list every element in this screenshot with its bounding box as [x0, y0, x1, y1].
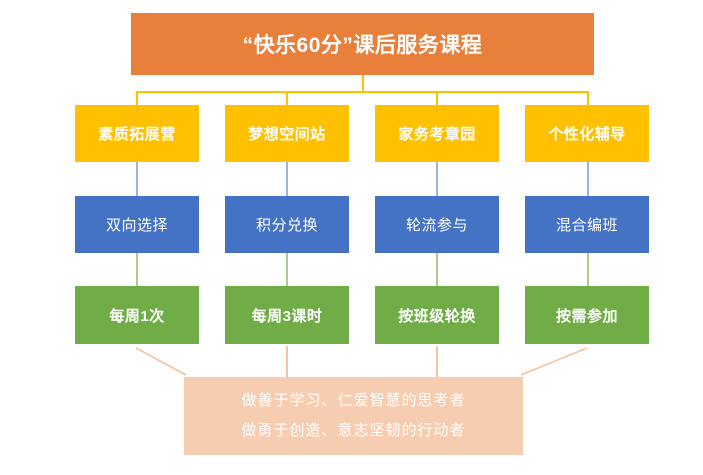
frequency-box-3: 按班级轮换 [375, 286, 499, 344]
connector-footer-diagonal-right [520, 347, 588, 376]
category-label-1: 素质拓展营 [98, 126, 176, 143]
footer-motto-line-2: 做勇于创造、意志坚韧的行动者 [241, 422, 466, 439]
connector-mechanism-3 [436, 162, 438, 196]
footer-motto-line-1: 做善于学习、仁爱智慧的思考者 [241, 392, 466, 409]
connector-category-drop-3 [436, 91, 438, 105]
connector-footer-diagonal-left [135, 347, 187, 376]
diagram-title-text: “快乐60分”课后服务课程 [242, 34, 483, 57]
connector-frequency-2 [286, 253, 288, 286]
connector-category-bus [136, 91, 589, 93]
frequency-box-2: 每周3课时 [225, 286, 349, 344]
diagram-title-box: “快乐60分”课后服务课程 [131, 13, 594, 75]
connector-footer-vertical-2 [286, 346, 288, 377]
connector-category-drop-4 [587, 91, 589, 105]
connector-footer-vertical-3 [436, 346, 438, 377]
mechanism-label-4: 混合编班 [555, 217, 618, 234]
frequency-label-1: 每周1次 [109, 307, 165, 325]
category-box-3: 家务考章园 [375, 105, 499, 162]
connector-frequency-3 [436, 253, 438, 286]
frequency-box-4: 按需参加 [525, 286, 649, 344]
connector-title-stem [362, 75, 364, 92]
category-label-2: 梦想空间站 [248, 126, 326, 143]
mechanism-box-2: 积分兑换 [225, 196, 349, 253]
mechanism-label-1: 双向选择 [105, 217, 168, 234]
connector-frequency-1 [136, 253, 138, 286]
category-label-4: 个性化辅导 [548, 126, 626, 143]
frequency-label-4: 按需参加 [555, 307, 618, 325]
mechanism-box-4: 混合编班 [525, 196, 649, 253]
connector-mechanism-2 [286, 162, 288, 196]
category-box-2: 梦想空间站 [225, 105, 349, 162]
frequency-box-1: 每周1次 [75, 286, 199, 344]
mechanism-box-3: 轮流参与 [375, 196, 499, 253]
category-box-1: 素质拓展营 [75, 105, 199, 162]
frequency-label-3: 按班级轮换 [398, 307, 476, 325]
connector-mechanism-1 [136, 162, 138, 196]
category-label-3: 家务考章园 [398, 126, 476, 143]
connector-category-drop-1 [136, 91, 138, 105]
connector-category-drop-2 [286, 91, 288, 105]
connector-frequency-4 [587, 253, 589, 286]
mechanism-label-3: 轮流参与 [405, 217, 468, 234]
category-box-4: 个性化辅导 [525, 105, 649, 162]
mechanism-label-2: 积分兑换 [255, 217, 318, 234]
mechanism-box-1: 双向选择 [75, 196, 199, 253]
footer-motto-box: 做善于学习、仁爱智慧的思考者 做勇于创造、意志坚韧的行动者 [184, 377, 523, 455]
connector-mechanism-4 [587, 162, 589, 196]
frequency-label-2: 每周3课时 [251, 307, 323, 325]
